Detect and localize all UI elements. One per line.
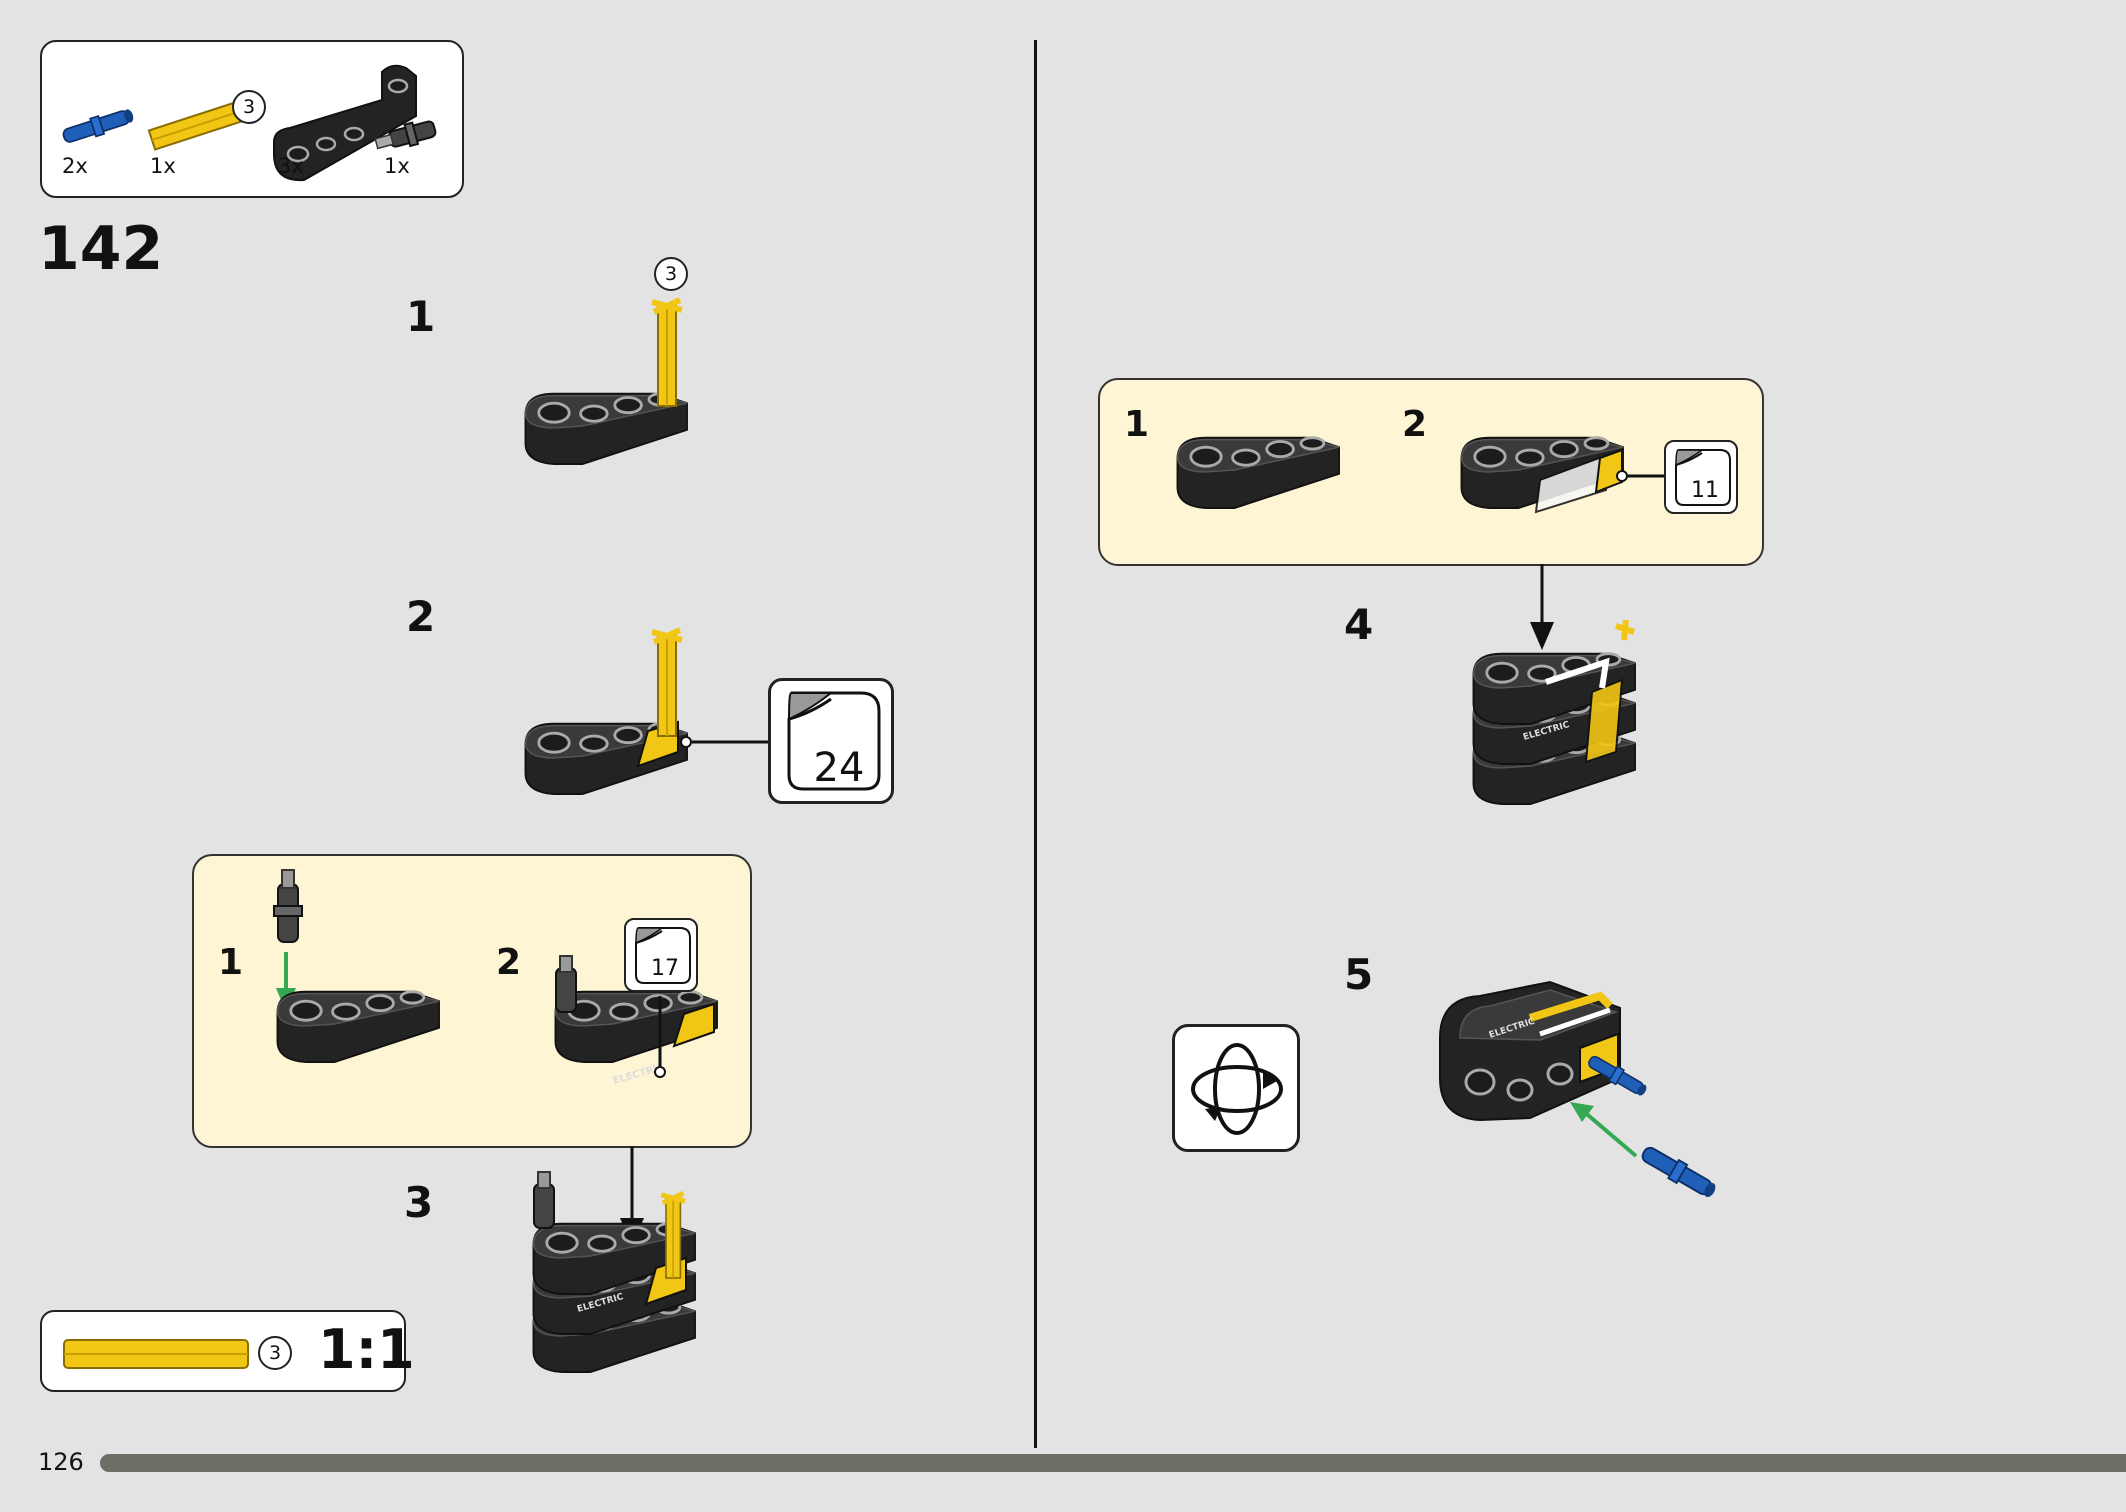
sub-step-5-label: 5 xyxy=(1344,950,1374,999)
scale-ratio: 1:1 xyxy=(318,1318,415,1381)
qty-black-beam: 3x xyxy=(278,154,304,178)
sticker-17-box: 17 xyxy=(624,918,698,992)
sub-step-4-illustration: ELECTRIC xyxy=(1472,619,1637,806)
sub-step-5-illustration: ELECTRIC xyxy=(1439,980,1721,1203)
sub-assembly-callout-right: 1 2 11 xyxy=(1098,378,1764,566)
axle-length-badge: 3 xyxy=(232,90,266,124)
parts-list-callout: 3 2x 1x 3x 1x xyxy=(40,40,464,198)
sticker-number: 17 xyxy=(651,956,679,981)
sub-assembly-step-2: 2 xyxy=(1402,404,1428,445)
sub-assembly-step-1: 1 xyxy=(218,942,244,983)
page-divider xyxy=(1034,40,1037,1448)
sticker-icon xyxy=(1675,449,1731,506)
qty-blue-pin: 2x xyxy=(62,154,88,178)
sub-assembly-step-2: 2 xyxy=(496,942,522,983)
down-arrow xyxy=(1530,564,1554,650)
sub-step-4-label: 4 xyxy=(1344,600,1374,649)
sticker-number: 11 xyxy=(1691,478,1719,503)
qty-grey-pin: 1x xyxy=(384,154,410,178)
qty-yellow-axle: 1x xyxy=(150,154,176,178)
page-number: 126 xyxy=(38,1448,84,1476)
axle-length-badge: 3 xyxy=(654,257,688,291)
sub-assembly-callout-left: 1 2 ELECTRIC 17 xyxy=(192,854,752,1148)
sticker-24-box: 24 xyxy=(768,678,894,804)
sub-step-1-illustration xyxy=(524,300,689,466)
grey-pin-axle-icon xyxy=(374,120,437,150)
insert-arrow xyxy=(1580,1108,1638,1158)
sub-step-2-illustration xyxy=(524,626,770,796)
sticker-11-box: 11 xyxy=(1664,440,1738,514)
axle-scale-callout: 3 1:1 xyxy=(40,1310,415,1392)
sticker-icon xyxy=(635,927,691,984)
sub-assembly-illustration xyxy=(1176,436,1666,514)
sub-step-1-label: 1 xyxy=(406,292,436,341)
sub-step-2-label: 2 xyxy=(406,592,436,641)
axle-length-badge: 3 xyxy=(258,1336,292,1370)
sub-assembly-illustration: ELECTRIC xyxy=(273,869,719,1087)
progress-bar xyxy=(100,1454,2126,1472)
yellow-axle-scale-icon xyxy=(63,1339,249,1369)
sub-step-3-label: 3 xyxy=(404,1178,434,1227)
black-angled-beam-icon xyxy=(273,64,417,182)
sticker-number: 24 xyxy=(813,745,865,791)
sub-step-3-illustration: ELECTRIC xyxy=(532,1171,697,1374)
main-step-number: 142 xyxy=(38,214,164,284)
grey-pin-vertical xyxy=(273,869,303,943)
sub-assembly-step-1: 1 xyxy=(1124,404,1150,445)
rotate-model-callout xyxy=(1172,1024,1300,1152)
rotate-model-icon xyxy=(1191,1043,1283,1135)
yellow-axle-icon xyxy=(147,100,246,151)
parts-list-illustration xyxy=(60,64,437,182)
blue-pin-icon xyxy=(60,104,137,147)
sticker-icon xyxy=(787,691,881,791)
